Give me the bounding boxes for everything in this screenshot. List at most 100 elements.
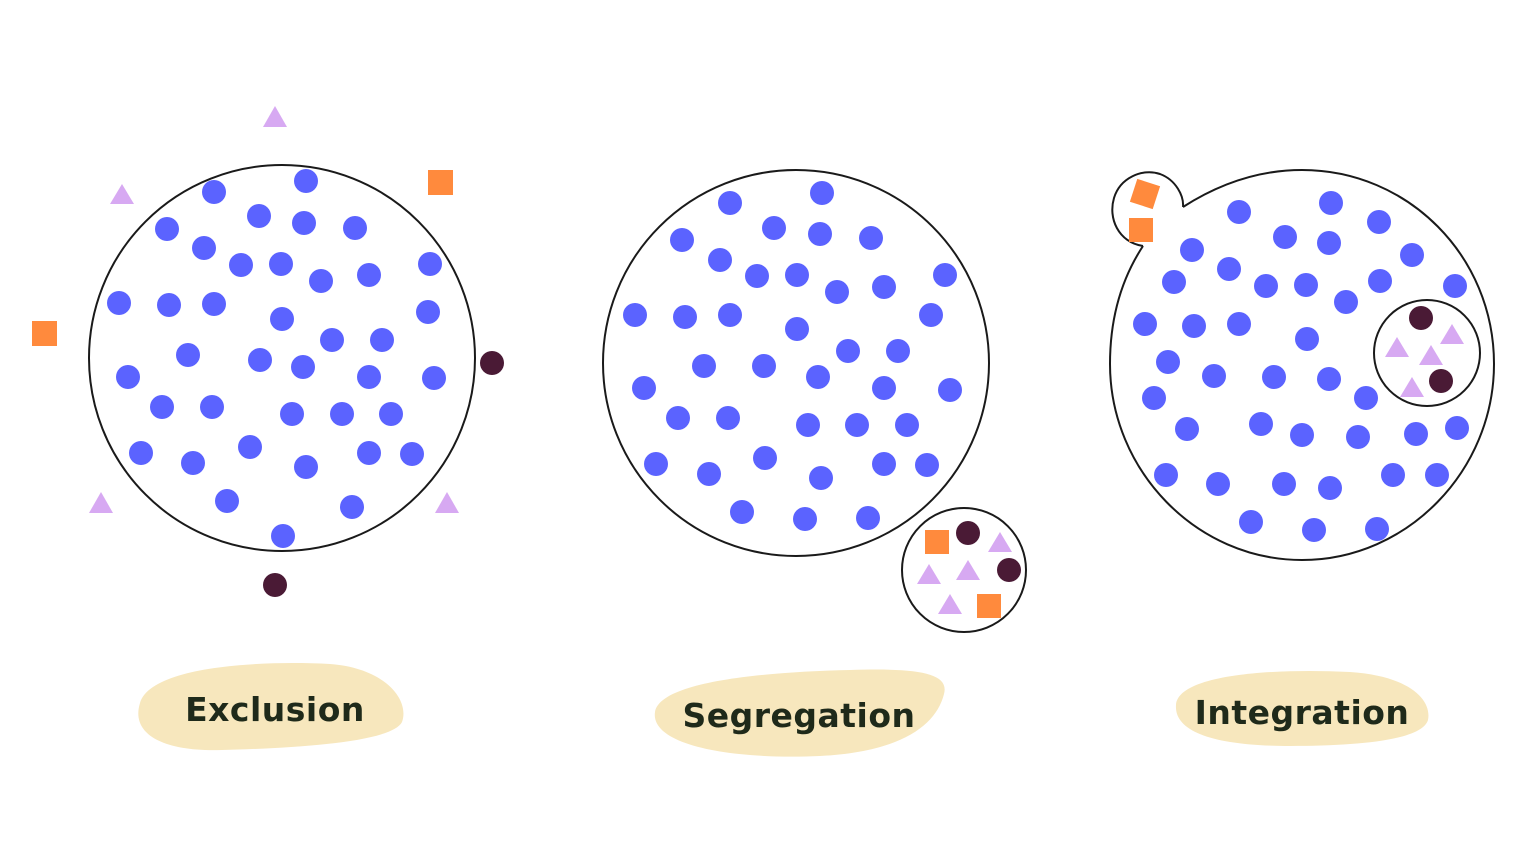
majority-member-dot: [269, 252, 293, 276]
majority-member-dot: [1425, 463, 1449, 487]
majority-member-dot: [1319, 191, 1343, 215]
majority-member-dot: [181, 451, 205, 475]
majority-member-dot: [1227, 312, 1251, 336]
majority-member-dot: [1133, 312, 1157, 336]
majority-member-dot: [107, 291, 131, 315]
majority-member-dot: [1156, 350, 1180, 374]
majority-member-dot: [845, 413, 869, 437]
majority-member-dot: [1202, 364, 1226, 388]
label-segregation: Segregation: [654, 669, 945, 757]
orange-square-icon: [925, 530, 949, 554]
segregation-enclave-members: [917, 521, 1021, 618]
majority-member-dot: [202, 180, 226, 204]
majority-member-dot: [343, 216, 367, 240]
majority-member-dot: [919, 303, 943, 327]
majority-member-dot: [292, 211, 316, 235]
majority-member-dot: [718, 303, 742, 327]
integration-majority-dots: [1133, 191, 1469, 542]
majority-member-dot: [422, 366, 446, 390]
majority-member-dot: [718, 191, 742, 215]
majority-member-dot: [806, 365, 830, 389]
maroon-circle-icon: [263, 573, 287, 597]
majority-member-dot: [1317, 367, 1341, 391]
majority-member-dot: [1404, 422, 1428, 446]
majority-member-dot: [379, 402, 403, 426]
majority-member-dot: [1294, 273, 1318, 297]
majority-member-dot: [810, 181, 834, 205]
majority-member-dot: [809, 466, 833, 490]
majority-member-dot: [357, 441, 381, 465]
majority-member-dot: [340, 495, 364, 519]
majority-member-dot: [418, 252, 442, 276]
majority-member-dot: [294, 169, 318, 193]
label-integration: Integration: [1175, 670, 1429, 746]
majority-member-dot: [116, 365, 140, 389]
lilac-triangle-icon: [988, 532, 1012, 552]
panel-label-integration: Integration: [1195, 693, 1410, 732]
majority-member-dot: [708, 248, 732, 272]
majority-member-dot: [716, 406, 740, 430]
panel-integration: Integration: [1108, 168, 1496, 746]
integration-majority-boundary: [1108, 168, 1496, 562]
majority-member-dot: [176, 343, 200, 367]
lilac-triangle-icon: [263, 106, 287, 127]
majority-member-dot: [1254, 274, 1278, 298]
majority-member-dot: [1317, 231, 1341, 255]
lilac-triangle-icon: [89, 492, 113, 513]
segregation-majority-dots: [623, 181, 962, 531]
majority-member-dot: [155, 217, 179, 241]
integration-inclusion-bubble: [1111, 171, 1185, 247]
majority-member-dot: [808, 222, 832, 246]
majority-member-dot: [357, 263, 381, 287]
majority-member-dot: [1295, 327, 1319, 351]
majority-member-dot: [157, 293, 181, 317]
lilac-triangle-icon: [110, 184, 134, 204]
majority-member-dot: [1368, 269, 1392, 293]
exclusion-outsiders: [32, 106, 504, 597]
majority-member-dot: [1381, 463, 1405, 487]
majority-member-dot: [1273, 225, 1297, 249]
majority-member-dot: [859, 226, 883, 250]
maroon-circle-icon: [956, 521, 980, 545]
majority-member-dot: [1262, 365, 1286, 389]
majority-member-dot: [192, 236, 216, 260]
majority-member-dot: [1182, 314, 1206, 338]
integration-group-members: [1385, 306, 1464, 397]
majority-member-dot: [1365, 517, 1389, 541]
maroon-circle-icon: [480, 351, 504, 375]
majority-member-dot: [330, 402, 354, 426]
majority-member-dot: [825, 280, 849, 304]
majority-member-dot: [238, 435, 262, 459]
majority-member-dot: [1445, 416, 1469, 440]
majority-member-dot: [752, 354, 776, 378]
majority-member-dot: [229, 253, 253, 277]
majority-member-dot: [248, 348, 272, 372]
majority-member-dot: [915, 453, 939, 477]
majority-member-dot: [400, 442, 424, 466]
exclusion-majority-boundary: [88, 164, 476, 552]
majority-member-dot: [1302, 518, 1326, 542]
lilac-triangle-icon: [917, 564, 941, 584]
orange-square-icon: [1129, 178, 1161, 210]
majority-member-dot: [129, 441, 153, 465]
integration-minority-group: [1373, 299, 1481, 407]
maroon-circle-icon: [1429, 369, 1453, 393]
majority-member-dot: [872, 376, 896, 400]
orange-square-icon: [1129, 218, 1153, 242]
majority-member-dot: [1443, 274, 1467, 298]
integration-bubble-members: [1129, 178, 1161, 242]
label-blob: [1175, 670, 1429, 746]
majority-member-dot: [1318, 476, 1342, 500]
maroon-circle-icon: [1409, 306, 1433, 330]
majority-member-dot: [1206, 472, 1230, 496]
majority-member-dot: [856, 506, 880, 530]
majority-member-dot: [872, 452, 896, 476]
majority-member-dot: [666, 406, 690, 430]
label-exclusion: Exclusion: [138, 663, 404, 751]
majority-member-dot: [294, 455, 318, 479]
majority-member-dot: [872, 275, 896, 299]
majority-member-dot: [886, 339, 910, 363]
majority-member-dot: [271, 524, 295, 548]
majority-member-dot: [730, 500, 754, 524]
lilac-triangle-icon: [1400, 377, 1424, 397]
